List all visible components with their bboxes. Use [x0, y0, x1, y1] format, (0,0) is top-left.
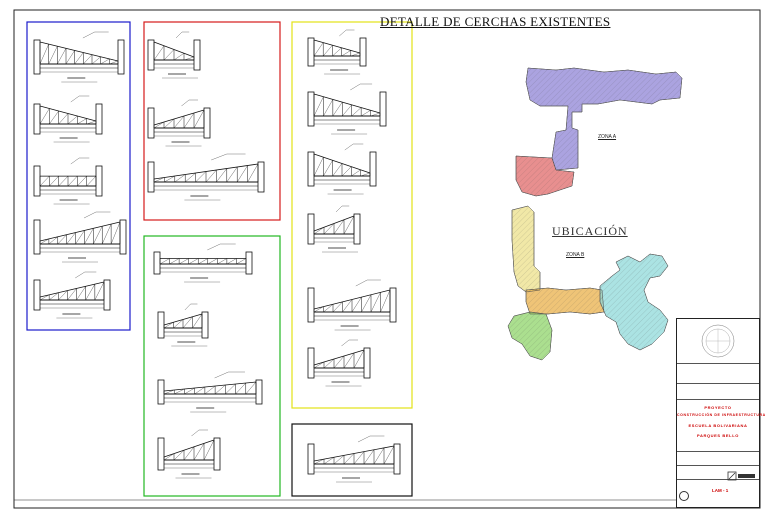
title-block: PROYECTO CONSTRUCCIÓN DE INFRAESTRUCTURA…: [676, 318, 766, 508]
truss-yellow-1: [307, 29, 367, 75]
north-symbol-icon: [679, 491, 689, 501]
truss-yellow-2: [307, 83, 387, 135]
truss-green-3: [157, 371, 263, 413]
truss-green-2: [157, 303, 209, 347]
plan-hatch-purple: [525, 67, 683, 171]
truss-green-4: [157, 429, 221, 479]
project-line-1: CONSTRUCCIÓN DE INFRAESTRUCTURA: [677, 413, 766, 417]
zone-label-a: ZONA A: [598, 134, 617, 140]
group-box-green: [143, 235, 281, 497]
location-title: UBICACIÓN: [552, 224, 628, 238]
truss-green-1: [153, 243, 253, 283]
company-logo: [727, 469, 757, 481]
zone-label-b: ZONA B: [566, 252, 585, 258]
plan-hatch-cyan: [599, 253, 669, 351]
truss-details: [33, 29, 401, 483]
project-line-2: ESCUELA BOLIVARIANA: [688, 423, 748, 428]
truss-blue-3: [33, 157, 103, 205]
plan-hatch-yellow: [511, 205, 541, 293]
truss-yellow-4: [307, 205, 361, 253]
group-box-black: [291, 423, 413, 497]
plan-hatch-red: [515, 155, 575, 197]
truss-red-1: [147, 31, 201, 79]
sheet-code: LAM - 1: [712, 488, 729, 493]
plan-hatch-orange: [525, 287, 605, 315]
truss-yellow-6: [307, 339, 371, 387]
site-plan: [507, 67, 683, 361]
truss-blue-4: [33, 211, 127, 263]
group-box-red: [143, 21, 281, 221]
truss-blue-5: [33, 271, 111, 319]
group-box-yellow: [291, 21, 413, 409]
plan-hatch-green: [507, 311, 553, 361]
project-line-3: PARQUES BELLO: [697, 433, 739, 438]
group-box-blue: [26, 21, 131, 331]
truss-black-1: [307, 435, 401, 483]
sheet-border: [13, 9, 761, 509]
sheet-title: DETALLE DE CERCHAS EXISTENTES: [380, 14, 611, 29]
truss-yellow-3: [307, 143, 377, 195]
truss-red-3: [147, 153, 265, 201]
project-label: PROYECTO: [704, 405, 732, 410]
truss-blue-2: [33, 95, 103, 143]
truss-red-2: [147, 99, 211, 147]
truss-blue-1: [33, 31, 125, 83]
institution-seal: [691, 321, 745, 361]
truss-yellow-5: [307, 279, 397, 331]
